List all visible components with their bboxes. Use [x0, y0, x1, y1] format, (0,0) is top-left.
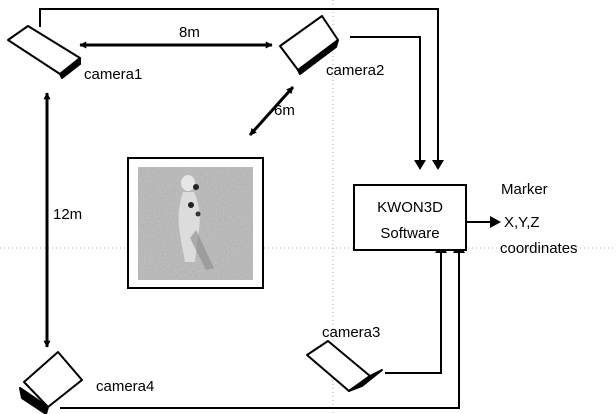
arrowhead-output [490, 216, 501, 228]
camera4-label: camera4 [96, 378, 154, 395]
subject-head [181, 175, 195, 191]
distance-label-cam1-cam4: 12m [53, 206, 82, 223]
marker-dot [188, 202, 194, 208]
arrowhead-into-box-2 [432, 160, 444, 170]
output-label-xyz: X,Y,Z [504, 214, 540, 231]
camera1-label: camera1 [84, 66, 142, 83]
distance-label-cam1-cam2: 8m [179, 24, 200, 41]
motion-capture-subject-photo [128, 158, 263, 288]
camera3-line [385, 252, 441, 373]
top-loop-line [40, 9, 438, 160]
camera3-label: camera3 [322, 324, 380, 341]
camera2-label: camera2 [326, 62, 384, 79]
camera3-icon [307, 341, 382, 391]
camera2-line [350, 37, 420, 160]
software-name: KWON3D [377, 199, 443, 216]
marker-dot [196, 212, 201, 217]
camera1-icon [8, 26, 80, 78]
output-label-coordinates: coordinates [500, 240, 578, 257]
output-label-marker: Marker [501, 181, 548, 198]
marker-dot [193, 184, 199, 190]
camera4-icon [20, 352, 82, 414]
software-label: Software [380, 225, 439, 242]
arrowhead-into-box-1 [414, 160, 426, 170]
distance-label-cam2-subject: 6m [274, 102, 295, 119]
